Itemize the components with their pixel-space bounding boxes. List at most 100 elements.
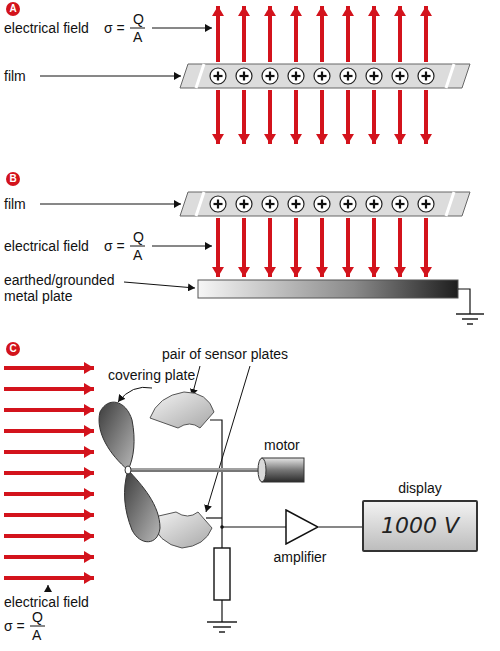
charge-symbol [418, 68, 434, 84]
field-arrow [4, 555, 94, 559]
formula: σ = [104, 20, 125, 36]
charge-symbol [243, 200, 245, 209]
charge-symbol [314, 196, 330, 212]
charge-symbol [288, 68, 304, 84]
charge-symbol [236, 196, 252, 212]
charge-symbol [269, 200, 271, 209]
ground-symbol [207, 622, 237, 632]
field-arrow [216, 90, 220, 144]
amplifier-symbol [285, 509, 319, 545]
field-arrow [4, 513, 94, 517]
covering-plate [99, 402, 134, 470]
field-arrow [4, 429, 94, 433]
field-arrow [4, 492, 94, 496]
formula: Q [133, 11, 144, 27]
charge-symbol [392, 68, 408, 84]
pivot [125, 466, 131, 474]
field-arrow [242, 90, 246, 144]
motor-body [262, 458, 304, 482]
field-arrows [4, 6, 434, 578]
field-arrow [268, 90, 272, 144]
charge-symbol [295, 72, 297, 81]
charge-symbol [321, 200, 323, 209]
formula: A [32, 627, 41, 643]
field-arrow [4, 534, 94, 538]
field-arrow [268, 6, 272, 62]
field-arrow [320, 6, 324, 62]
formula: A [133, 247, 142, 263]
field-label: electrical field [4, 238, 89, 254]
display-reading: 1000 V [364, 513, 476, 539]
field-arrow [4, 450, 94, 454]
part-label: motor [264, 437, 300, 453]
display-screen: 1000 V [362, 500, 478, 552]
field-arrow [424, 90, 428, 144]
film-label: film [4, 196, 26, 212]
field-arrow [346, 218, 350, 277]
film-break [196, 64, 204, 88]
field-arrow [216, 6, 220, 62]
amplifier-triangle [286, 510, 318, 544]
field-label: electrical field [4, 594, 89, 610]
charge-symbol [340, 196, 356, 212]
part-label: pair of sensor plates [162, 346, 288, 362]
field-arrow [294, 6, 298, 62]
charge-symbol [217, 200, 219, 209]
field-arrow [216, 218, 220, 277]
field-arrow [4, 408, 94, 412]
motor-shaft [130, 469, 262, 470]
charge-symbol [314, 68, 330, 84]
field-arrow [424, 6, 428, 62]
field-arrow [372, 6, 376, 62]
field-arrow [4, 366, 94, 370]
charge-symbol [210, 68, 226, 84]
charge-symbol [262, 196, 278, 212]
formula: A [133, 29, 142, 45]
display-label: display [362, 480, 478, 496]
field-arrow [372, 218, 376, 277]
panel-letter: C [6, 342, 20, 356]
charge-symbol [243, 72, 245, 81]
fraction-bar [30, 28, 145, 626]
field-arrow [398, 90, 402, 144]
formula: Q [32, 609, 43, 625]
motor-end [258, 458, 266, 482]
film-break [446, 192, 454, 216]
film [180, 192, 470, 216]
field-arrow [4, 576, 94, 580]
field-arrow [242, 218, 246, 277]
covering-plate [125, 470, 160, 542]
formula: σ = [4, 618, 25, 634]
charge-symbol [373, 200, 375, 209]
field-label: electrical field [4, 20, 89, 36]
film-label: film [4, 68, 26, 84]
ground-wire [458, 289, 470, 314]
charge-symbol [425, 72, 427, 81]
panel-letter: A [6, 2, 20, 16]
charge-symbol [236, 68, 252, 84]
charge-symbol [321, 72, 323, 81]
charge-symbol [399, 200, 401, 209]
charge-symbol [217, 72, 219, 81]
film-break [446, 64, 454, 88]
charge-symbol [295, 200, 297, 209]
field-arrow [294, 218, 298, 277]
sensor-plate [150, 392, 214, 428]
display-node: display 1000 V [362, 480, 478, 552]
field-arrow [372, 90, 376, 144]
motor-shaft [130, 468, 262, 472]
amplifier-node: amplifier [246, 509, 354, 565]
plate-label: earthed/grounded metal plate [4, 272, 126, 304]
charge-symbol [262, 68, 278, 84]
field-arrow [242, 6, 246, 62]
signal-wire [319, 526, 362, 527]
charge-symbol [366, 196, 382, 212]
field-arrow [294, 90, 298, 144]
metal-plate [198, 280, 458, 298]
film-break [196, 192, 204, 216]
ground-symbol [456, 314, 484, 324]
junction-dot [220, 525, 224, 529]
formula: σ = [104, 238, 125, 254]
